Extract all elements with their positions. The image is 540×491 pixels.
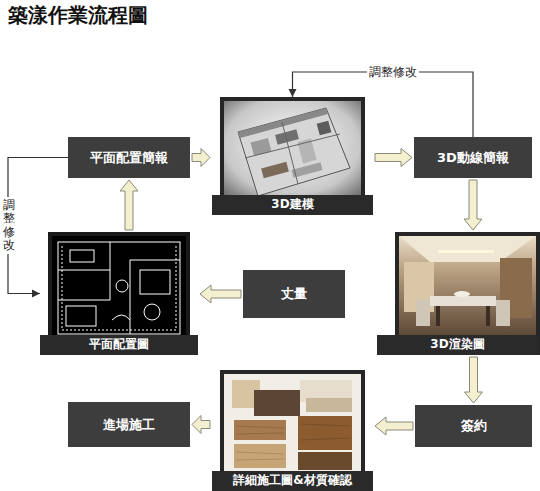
step-label: 簽約 [457,417,491,435]
image-caption: 平面配置圖 [40,335,198,355]
flow-arrow-shape [192,149,210,167]
flow-arrow-shape [120,180,138,230]
image-box: 平面配置圖 [40,232,198,355]
process-box: 丈量 [243,270,345,318]
feedback-arrow [8,158,68,298]
arrow-head [289,89,297,97]
flow-arrow-shape [375,149,412,167]
flow-arrow-shape [200,285,241,303]
flow-arrow [465,357,483,403]
process-box: 平面配置簡報 [68,137,190,178]
image-caption: 詳細施工圖&材質確認 [212,471,373,491]
image-box: 3D建模 [212,97,373,215]
image-box: 3D渲染圖 [377,232,538,355]
step-label: 進場施工 [99,416,159,434]
step-label: 平面配置簡報 [86,149,172,167]
flow-arrow-shape [465,357,483,403]
diagram-title: 築漾作業流程圖 [8,2,148,29]
flow-arrow [120,180,138,230]
edge-label: 調整修改 [367,65,419,79]
feedback-line [293,72,474,137]
image-caption: 3D渲染圖 [377,335,538,355]
process-box: 簽約 [415,405,532,447]
flow-arrow-shape [464,180,482,230]
edge-label: 調整修改 [2,197,16,254]
feedback-line [8,158,68,294]
flow-arrow [464,180,482,230]
flow-arrow [200,285,241,303]
flow-arrow [192,416,210,434]
arrow-head [32,290,40,298]
process-box: 3D動線簡報 [414,137,532,178]
feedback-arrow [289,72,474,137]
step-label: 3D動線簡報 [433,149,513,167]
flow-arrow [375,417,413,435]
image-caption: 3D建模 [212,195,373,215]
flow-arrow-shape [375,417,413,435]
flow-arrow [192,149,210,167]
process-box: 進場施工 [68,402,190,447]
step-label: 丈量 [277,285,311,303]
image-box: 詳細施工圖&材質確認 [212,370,373,491]
flow-arrow [375,149,412,167]
flow-arrow-shape [192,416,210,434]
